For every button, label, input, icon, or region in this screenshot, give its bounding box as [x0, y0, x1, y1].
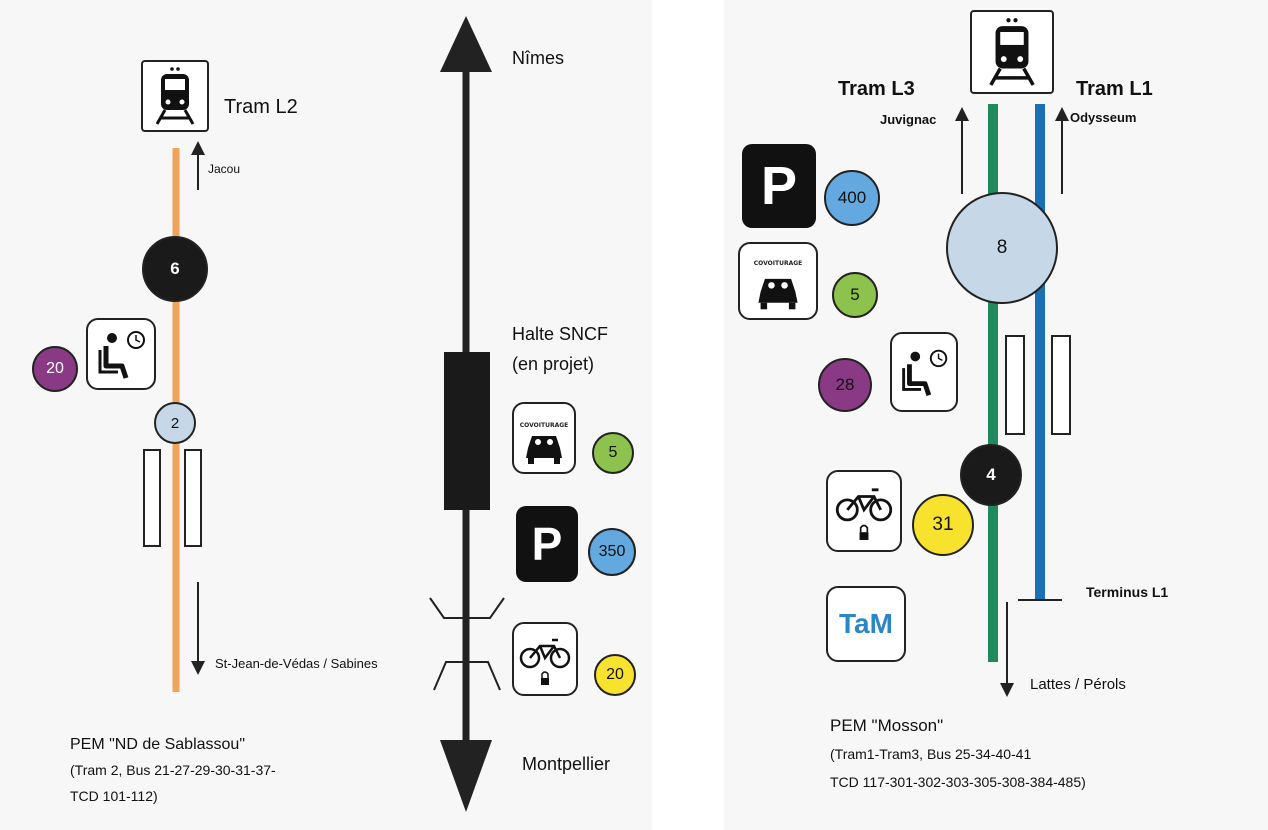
platform-left: [143, 449, 161, 547]
parking-icon-right: P: [742, 144, 816, 228]
railway-arrow-north: [440, 16, 492, 72]
hub-badge-8: 8: [946, 192, 1058, 304]
south-direction-label-right: Lattes / Pérols: [1030, 676, 1126, 693]
halte-label-2: (en projet): [512, 354, 595, 374]
city-montpellier: Montpellier: [522, 754, 611, 774]
platform-r-left: [1005, 335, 1025, 435]
bike-count-badge-right: 31: [912, 494, 974, 556]
juvignac-label: Juvignac: [880, 112, 937, 127]
pem-lines-right-1: (Tram1-Tram3, Bus 25-34-40-41: [830, 746, 1032, 762]
covoiturage-icon: COVOITURAGE: [512, 402, 576, 474]
pem-title-left: PEM "ND de Sablassou": [70, 736, 245, 753]
tram-l2-label: Tram L2: [224, 96, 298, 118]
train-icon-right: [970, 10, 1054, 94]
parking-count-badge: 350: [588, 528, 636, 576]
covoiturage-text-right: COVOITURAGE: [753, 260, 803, 267]
tram-l3-label: Tram L3: [838, 78, 915, 100]
panel-gap: [652, 0, 724, 830]
railway-arrow-south: [440, 740, 492, 812]
covoiturage-count-badge: 5: [592, 432, 634, 474]
pem-lines-left-1: (Tram 2, Bus 21-27-29-30-31-37-: [70, 762, 276, 778]
platform-badge-2: 2: [154, 402, 196, 444]
pem-lines-left-2: TCD 101-112): [70, 788, 158, 804]
platform-right: [184, 449, 202, 547]
bicycle-icon-right: [835, 488, 893, 540]
odysseum-label: Odysseum: [1070, 110, 1137, 125]
waiting-room-icon-right: [890, 332, 958, 412]
parking-count-badge-right: 400: [824, 170, 880, 226]
bike-parking-icon-right: [826, 470, 902, 552]
bike-parking-icon: [512, 622, 578, 696]
terminus-label: Terminus L1: [1086, 584, 1169, 600]
covoiturage-icon-right: COVOITURAGE: [738, 242, 818, 320]
platform-r-right: [1051, 335, 1071, 435]
waiting-room-icon: [86, 318, 156, 390]
pem-title-right: PEM "Mosson": [830, 716, 944, 735]
halte-label-1: Halte SNCF: [512, 324, 609, 344]
car-icon-right: [758, 278, 798, 310]
stop-badge-6: 6: [142, 236, 208, 302]
stop-badge-4: 4: [960, 444, 1022, 506]
covoiturage-count-badge-right: 5: [832, 272, 878, 318]
city-nimes: Nîmes: [512, 48, 565, 68]
car-icon: [526, 436, 562, 464]
waiting-count-badge: 20: [32, 346, 78, 392]
tram-l1-label: Tram L1: [1076, 78, 1153, 100]
covoiturage-text: COVOITURAGE: [519, 422, 569, 429]
bridge-top: [429, 597, 505, 619]
pem-lines-right-2: TCD 117-301-302-303-305-308-384-485): [830, 774, 1086, 790]
tam-logo-text: TaM: [839, 608, 893, 639]
south-direction-label: St-Jean-de-Védas / Sabines: [215, 656, 378, 671]
bicycle-icon: [519, 638, 571, 685]
bike-count-badge: 20: [594, 654, 636, 696]
train-icon: [141, 60, 209, 132]
bridge-bottom: [433, 661, 501, 691]
halte-platform: [444, 352, 490, 510]
waiting-count-badge-right: 28: [818, 358, 872, 412]
parking-icon: P: [516, 506, 578, 582]
jacou-label: Jacou: [208, 162, 241, 176]
tam-logo: TaM: [826, 586, 906, 662]
